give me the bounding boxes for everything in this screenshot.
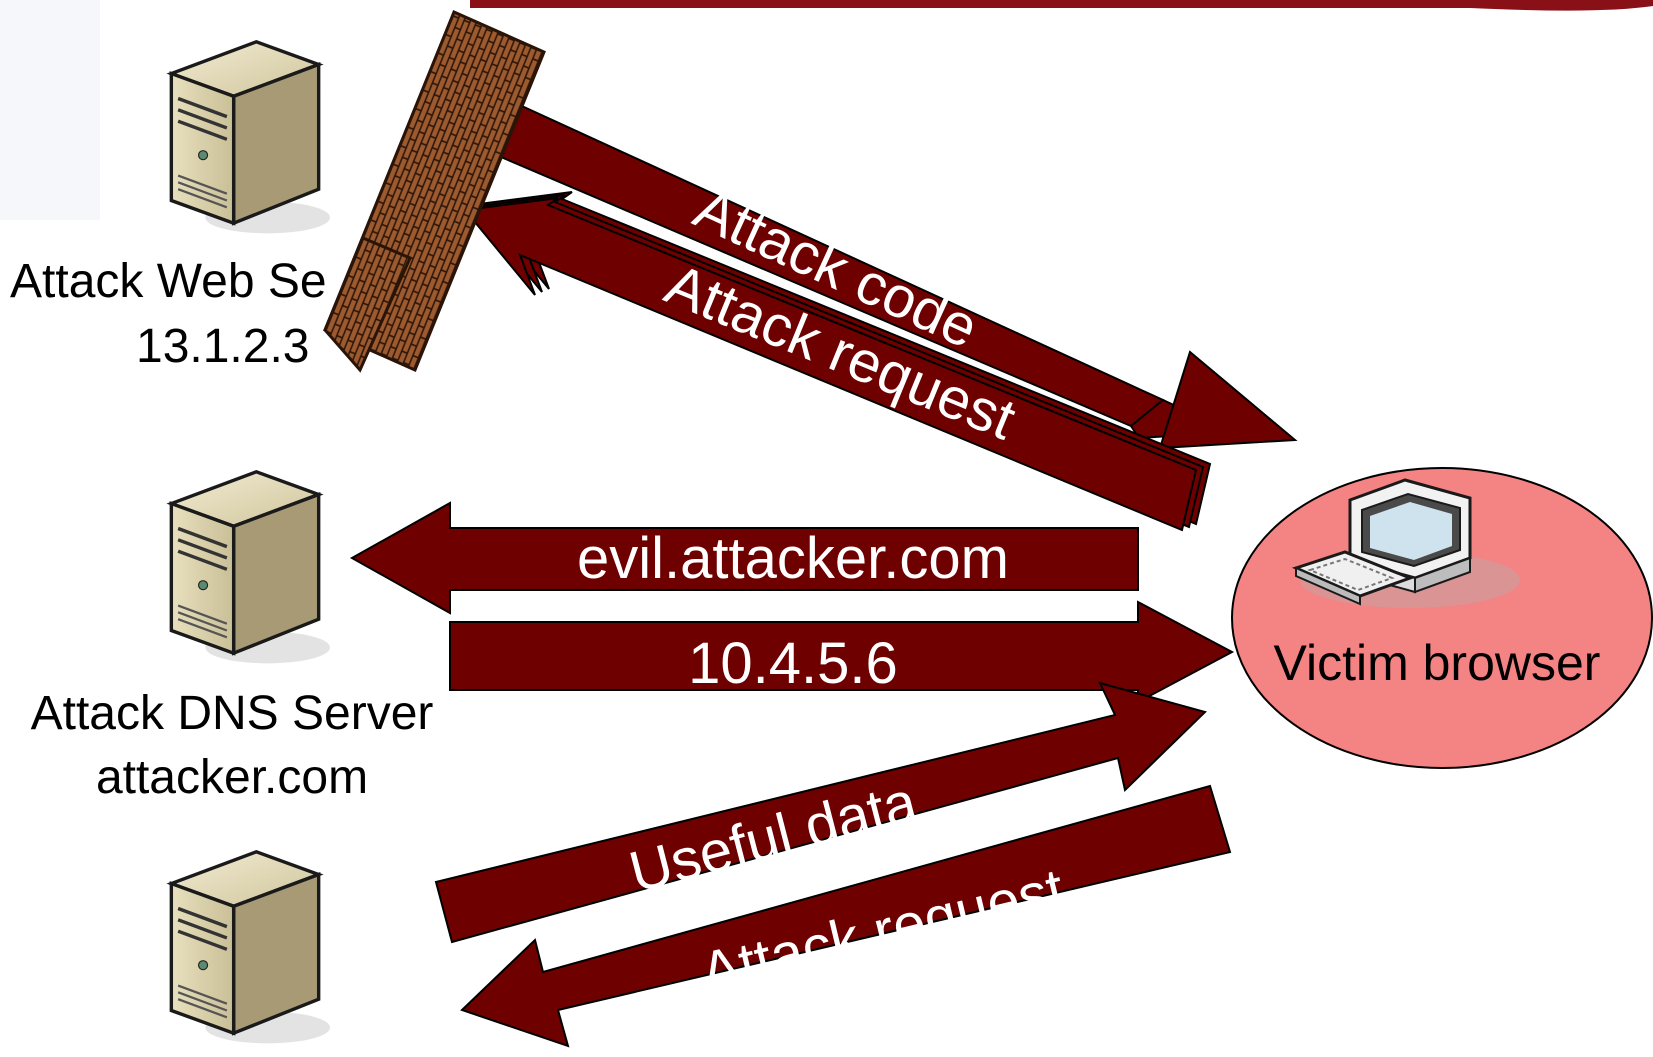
server-icon bbox=[169, 850, 330, 1045]
top-band bbox=[470, 0, 1653, 11]
victim-label: Victim browser bbox=[1274, 635, 1601, 691]
desktop-computer-icon bbox=[1291, 478, 1520, 608]
web-server-ip: 13.1.2.3 bbox=[136, 320, 309, 373]
arrow-dns-response bbox=[449, 600, 1235, 704]
arrow-attack-request-top bbox=[463, 191, 1212, 532]
background-decoration bbox=[0, 0, 100, 220]
web-server-name: Attack Web Se bbox=[10, 255, 327, 308]
victim-ellipse bbox=[1231, 467, 1653, 769]
server-icon bbox=[169, 470, 330, 665]
dns-server-name: Attack DNS Server bbox=[31, 687, 434, 740]
dns-server-domain: attacker.com bbox=[96, 751, 368, 804]
wall-overlay bbox=[323, 236, 412, 373]
arrow-attack-request-bottom bbox=[460, 784, 1232, 1048]
arrow-label-dns-response: 10.4.5.6 bbox=[688, 631, 898, 696]
arrow-attack-code bbox=[492, 94, 1298, 450]
arrow-label-dns-query: evil.attacker.com bbox=[577, 526, 1009, 591]
arrow-useful-data bbox=[434, 681, 1207, 944]
arrow-dns-query bbox=[349, 501, 1139, 615]
server-icon bbox=[169, 40, 330, 235]
